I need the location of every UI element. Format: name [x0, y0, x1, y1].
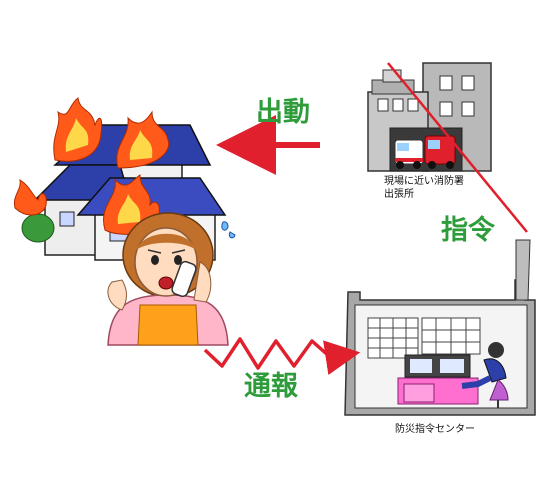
- dispatch-label: 出動: [256, 97, 310, 128]
- report-wave-arrow: [203, 337, 361, 375]
- fire-station-label-line2: 出張所: [384, 189, 414, 200]
- command-line: [387, 62, 528, 233]
- calling-woman-icon: [107, 212, 236, 346]
- fire-station-icon: [367, 62, 492, 172]
- command-label: 指令: [441, 215, 495, 246]
- fire-station-label-line1: 現場に近い消防署: [384, 176, 464, 187]
- dispatch-center-icon: [344, 239, 536, 416]
- dispatch-center-label: 防災指令センター: [395, 424, 475, 435]
- report-label: 通報: [244, 371, 298, 402]
- burning-house-icon: [13, 97, 227, 261]
